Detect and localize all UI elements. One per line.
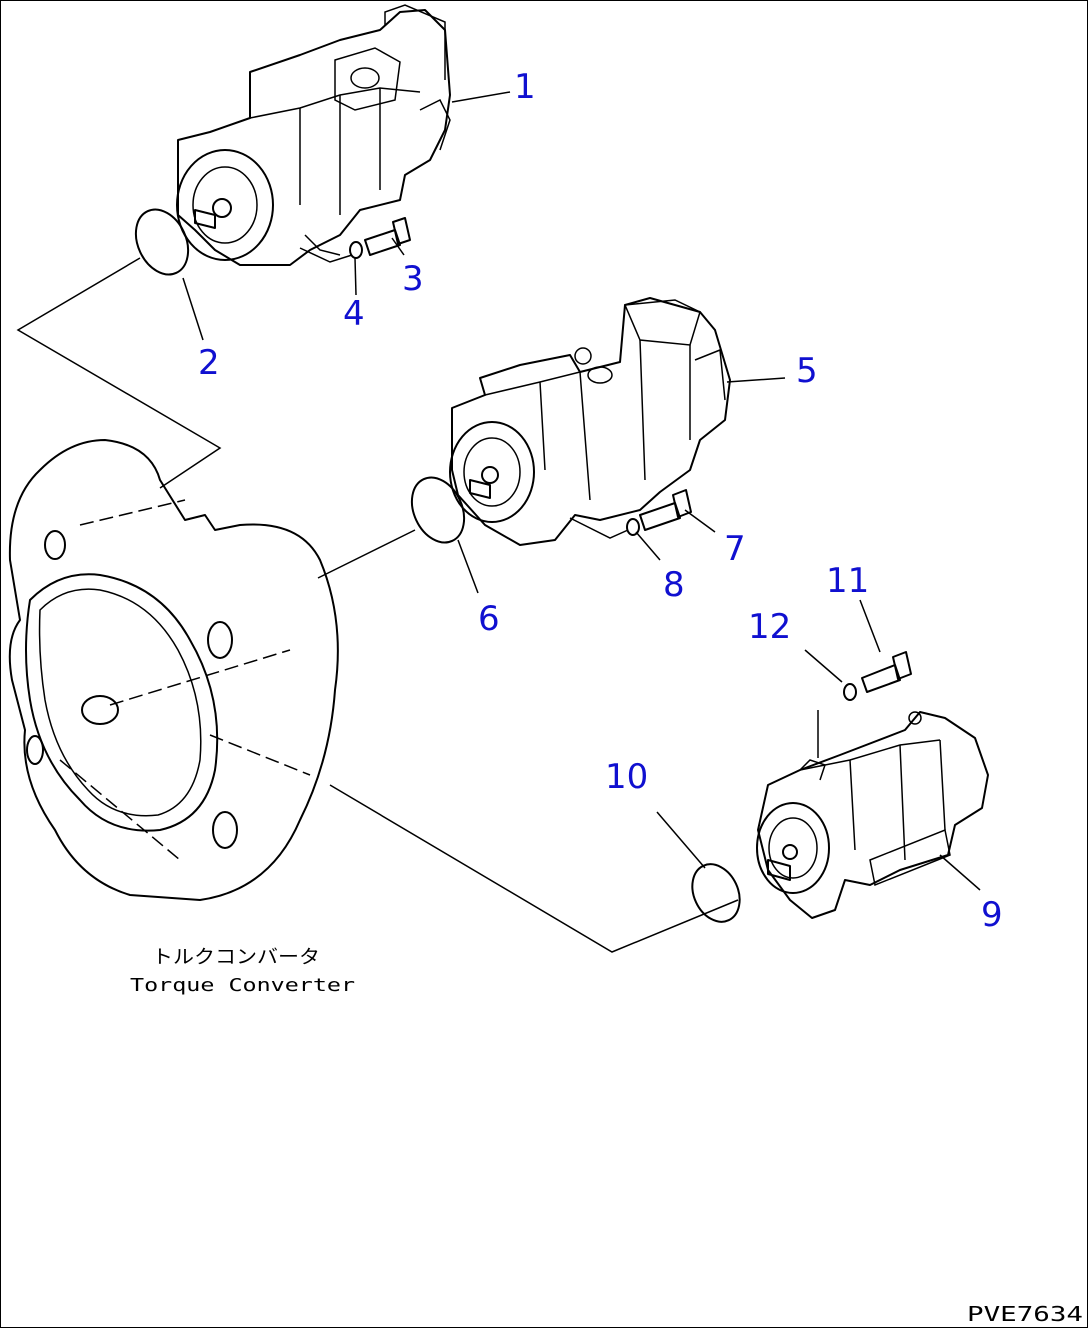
callout-6: 6 [478, 599, 500, 639]
torque-converter-label-en: Torque Converter [130, 975, 355, 996]
callout-12: 12 [748, 607, 791, 647]
washer-4 [349, 241, 363, 259]
callout-11: 11 [826, 561, 869, 601]
washer-8 [626, 518, 640, 536]
torque-converter-housing [8, 439, 339, 901]
callout-5: 5 [796, 351, 818, 391]
hydraulic-pump-5 [449, 297, 731, 546]
callout-10: 10 [605, 757, 648, 797]
callout-2: 2 [198, 343, 220, 383]
callout-8: 8 [663, 565, 685, 605]
hydraulic-pump-1 [176, 4, 451, 266]
callout-7: 7 [724, 529, 746, 569]
bolt-11 [861, 651, 912, 693]
o-ring-2 [134, 208, 190, 276]
callout-9: 9 [981, 895, 1003, 935]
callout-3: 3 [402, 259, 424, 299]
torque-converter-label-jp: トルクコンバータ [152, 946, 320, 968]
washer-12 [843, 683, 857, 701]
hydraulic-pump-9 [756, 711, 989, 919]
bolt-3 [364, 217, 411, 256]
drawing-code: PVE7634 [967, 1302, 1083, 1326]
callout-1: 1 [514, 67, 536, 107]
o-ring-6 [410, 476, 466, 544]
bolt-7 [639, 489, 692, 531]
assembly-lines [16, 91, 981, 953]
callout-4: 4 [343, 294, 365, 334]
